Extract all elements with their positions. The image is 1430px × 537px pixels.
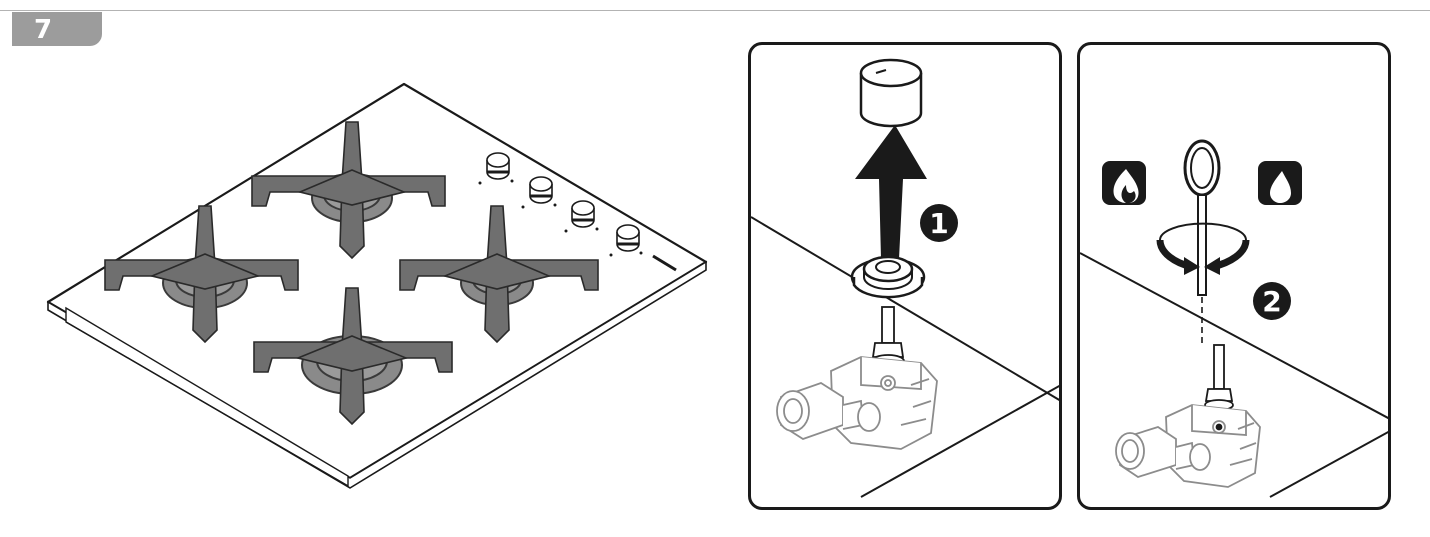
remove-knob-illustration: 1	[751, 58, 1059, 498]
knob-2-icon	[529, 176, 553, 204]
grate-left	[104, 205, 299, 344]
knob-1-icon	[486, 152, 510, 180]
adjust-screw-illustration: 2	[1080, 139, 1388, 498]
small-flame-icon	[1258, 161, 1302, 205]
brand-logo	[652, 254, 677, 272]
grate-right	[399, 205, 599, 344]
bezel-ring	[850, 255, 926, 299]
gas-valve	[1115, 404, 1261, 488]
hob-glass-top	[46, 82, 708, 480]
knob-icon	[859, 58, 923, 128]
callout-2: 2	[1253, 282, 1291, 320]
knob-markings	[478, 179, 643, 257]
grate-front	[253, 287, 453, 426]
step-number: 7	[34, 15, 53, 45]
step-tab	[12, 12, 102, 46]
svg-text:1: 1	[929, 207, 948, 240]
gas-hob-illustration	[46, 82, 708, 489]
knob-4-icon	[616, 224, 640, 252]
top-rule	[0, 10, 1430, 11]
knob-3-icon	[571, 200, 595, 228]
valve-spindle	[1204, 344, 1234, 411]
arrow-up-icon	[855, 125, 927, 259]
svg-text:2: 2	[1262, 285, 1281, 318]
large-flame-icon	[1102, 161, 1146, 205]
gas-valve	[776, 356, 938, 450]
grate-back	[251, 121, 446, 260]
step-panel-adjust-screw: 2	[1077, 42, 1391, 510]
callout-1: 1	[920, 204, 958, 242]
screwdriver-icon	[1183, 139, 1221, 296]
step-panel-remove-knob: 1	[748, 42, 1062, 510]
rotation-arrows-icon	[1156, 222, 1250, 275]
control-knobs	[486, 152, 640, 252]
